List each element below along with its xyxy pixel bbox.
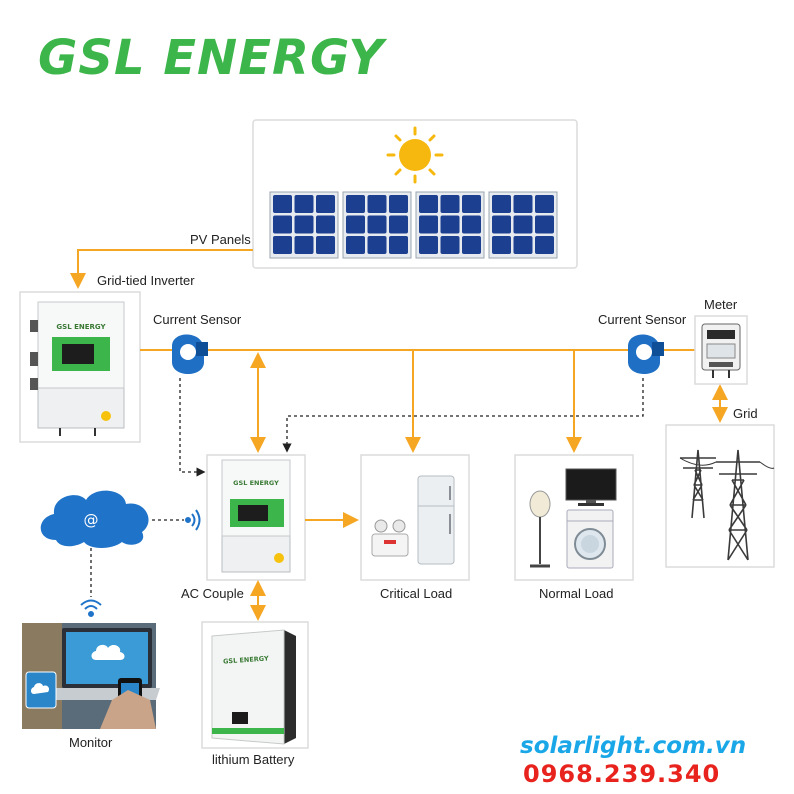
sun-icon [386,126,444,184]
svg-text:GSL ENERGY: GSL ENERGY [56,323,106,331]
cloud-icon: @ [40,490,149,548]
emergency-light-icon [371,519,409,557]
grid-tied-inverter-label: Grid-tied Inverter [97,273,195,288]
sensor-signal-line [179,378,206,477]
grid-tied-inverter-box: GSL ENERGY [19,291,141,443]
normal-load-label: Normal Load [539,586,614,601]
laptop-icon [48,628,160,700]
washing-machine-icon [566,509,614,569]
meter-icon [701,323,741,378]
meter-box [694,315,748,385]
current-sensor-right-label: Current Sensor [598,312,687,327]
meter-label: Meter [704,297,738,312]
pv-to-inverter-line [70,249,253,289]
normal-load-box [514,454,634,581]
grid-box [665,424,775,568]
current-sensor-icon [628,334,664,374]
pv-panels-box [252,119,578,269]
monitor-image [22,623,160,729]
svg-text:@: @ [84,511,99,529]
battery-icon: GSL ENERGY [211,629,296,745]
lamp-icon [529,490,551,568]
monitor-label: Monitor [69,735,113,750]
current-sensor-left-label: Current Sensor [153,312,242,327]
phone-number[interactable]: 0968.239.340 [523,760,721,788]
critical-load-box [360,454,470,581]
ac-couple-box: GSL ENERGY [206,454,306,581]
tv-icon [565,468,617,506]
sensor-signal-line [282,378,644,453]
transmission-tower-icon [679,449,775,561]
solar-panel-icon [269,191,558,259]
refrigerator-icon [417,475,455,565]
wifi-icon [185,509,201,531]
svg-text:GSL ENERGY: GSL ENERGY [223,654,269,665]
current-sensor-icon [172,334,208,374]
lithium-battery-label: lithium Battery [212,752,295,767]
website-text[interactable]: solarlight.com.vn [520,733,747,759]
lithium-battery-box: GSL ENERGY [201,621,309,749]
brand-logo: GSL ENERGY [38,30,385,86]
svg-text:GSL ENERGY: GSL ENERGY [233,479,279,487]
ac-couple-label: AC Couple [181,586,244,601]
critical-load-label: Critical Load [380,586,453,601]
grid-label: Grid [733,406,758,421]
inverter-icon: GSL ENERGY [221,459,291,573]
pv-panels-label: PV Panels [190,232,251,247]
wifi-icon [80,599,102,617]
inverter-icon: GSL ENERGY [30,301,125,436]
